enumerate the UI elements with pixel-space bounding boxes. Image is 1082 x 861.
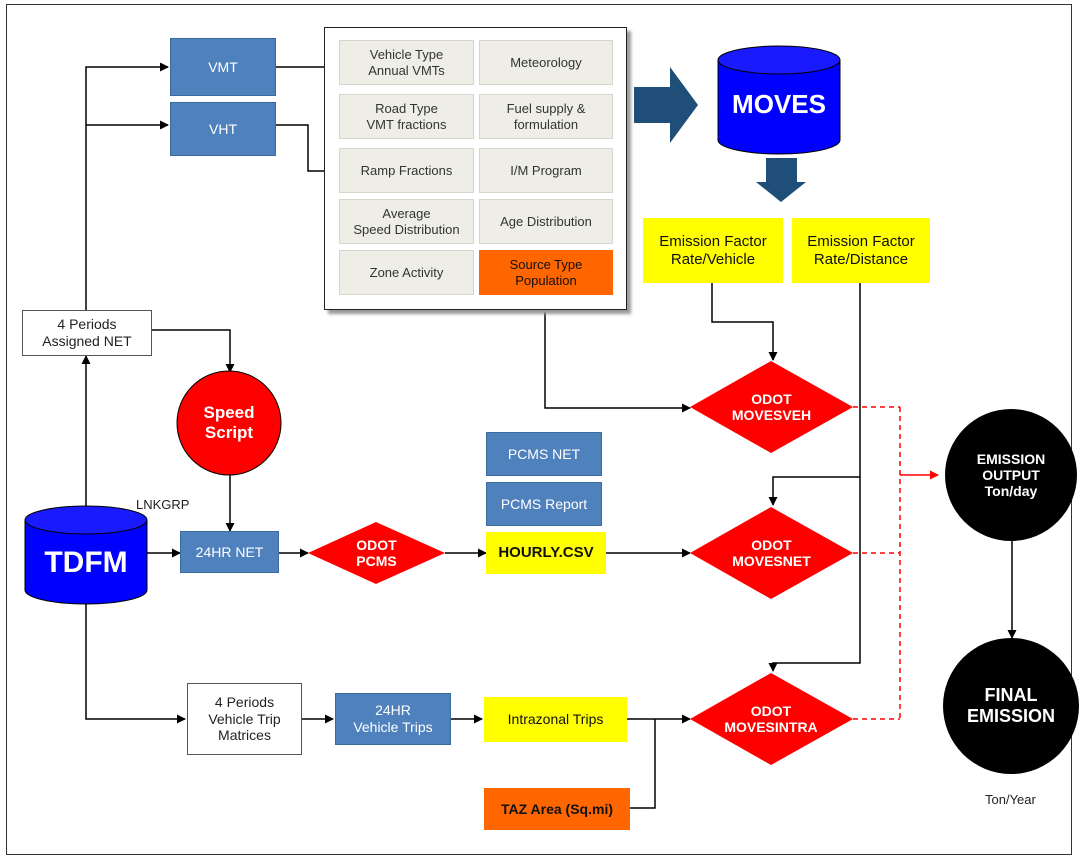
tdfm-cylinder-shape — [24, 505, 148, 605]
emission-output-label: EMISSION OUTPUT Ton/day — [976, 450, 1046, 500]
input-ramp-fractions: Ramp Fractions — [339, 148, 474, 193]
24hr-vehicle-trips-box: 24HR Vehicle Trips — [335, 693, 451, 745]
moves-cylinder-shape — [717, 45, 841, 155]
navy-arrow-panel-to-moves — [634, 67, 698, 143]
diamond-odot-movesintra — [690, 673, 853, 765]
connector-taz-to-movesintra — [630, 719, 656, 809]
ef-rate-distance-box: Emission Factor Rate/Distance — [792, 218, 930, 283]
odot-movesintra-label: ODOT MOVESINTRA — [724, 702, 818, 735]
odot-pcms-label: ODOT PCMS — [356, 536, 397, 569]
input-average-speed-distribution: Average Speed Distribution — [339, 199, 474, 244]
connector-ef-vehicle-to-movesveh — [711, 283, 778, 361]
pcms-report-box: PCMS Report — [486, 482, 602, 526]
taz-area-box: TAZ Area (Sq.mi) — [484, 788, 630, 830]
final-emission-label: FINAL EMISSION — [966, 685, 1055, 726]
input-road-type-vmt-fractions: Road Type VMT fractions — [339, 94, 474, 139]
navy-arrow-moves-down — [756, 158, 806, 202]
ton-year-label: Ton/Year — [985, 792, 1036, 807]
connector-net-to-vmt — [85, 62, 169, 310]
ef-rate-vehicle-box: Emission Factor Rate/Vehicle — [643, 218, 783, 283]
vht-box: VHT — [170, 102, 276, 156]
diagram-frame — [6, 4, 1072, 855]
connector-tdfm-to-trip-matrices — [85, 592, 186, 724]
vmt-box: VMT — [170, 38, 276, 96]
pcms-net-box: PCMS NET — [486, 432, 602, 476]
odot-movesveh-label: ODOT MOVESVEH — [731, 390, 812, 423]
input-zone-activity: Zone Activity — [339, 250, 474, 295]
connector-ef-distance-to-movesnet — [768, 283, 861, 506]
speed-script-circle — [176, 370, 282, 476]
24hr-net-box: 24HR NET — [180, 531, 279, 573]
diamond-odot-movesveh — [690, 361, 853, 453]
assigned-net-box: 4 Periods Assigned NET — [22, 310, 152, 356]
tdfm-label: TDFM — [44, 545, 128, 579]
input-im-program: I/M Program — [479, 148, 613, 193]
final-emission-circle — [943, 638, 1079, 774]
odot-movesnet-label: ODOT MOVESNET — [732, 536, 811, 569]
moves-label: MOVES — [732, 89, 826, 120]
input-fuel-supply: Fuel supply & formulation — [479, 94, 613, 139]
speed-script-label: Speed Script — [203, 403, 255, 442]
connector-vht-to-panel — [276, 124, 340, 176]
connector-ef-distance-to-movesintra — [768, 477, 861, 672]
hourly-csv-box: HOURLY.CSV — [486, 532, 606, 574]
diamond-odot-movesnet — [690, 507, 853, 599]
input-source-type-population: Source Type Population — [479, 250, 613, 295]
lnkgrp-label: LNKGRP — [136, 497, 190, 512]
emission-output-circle — [945, 409, 1077, 541]
input-meteorology: Meteorology — [479, 40, 613, 85]
input-age-distribution: Age Distribution — [479, 199, 613, 244]
diamond-odot-pcms — [308, 522, 445, 584]
trip-matrices-box: 4 Periods Vehicle Trip Matrices — [187, 683, 302, 755]
connector-source-pop-to-movesveh — [544, 295, 691, 413]
intrazonal-trips-box: Intrazonal Trips — [484, 697, 627, 742]
input-vehicle-type-vmts: Vehicle Type Annual VMTs — [339, 40, 474, 85]
connector-net-to-speed-script — [152, 329, 235, 373]
